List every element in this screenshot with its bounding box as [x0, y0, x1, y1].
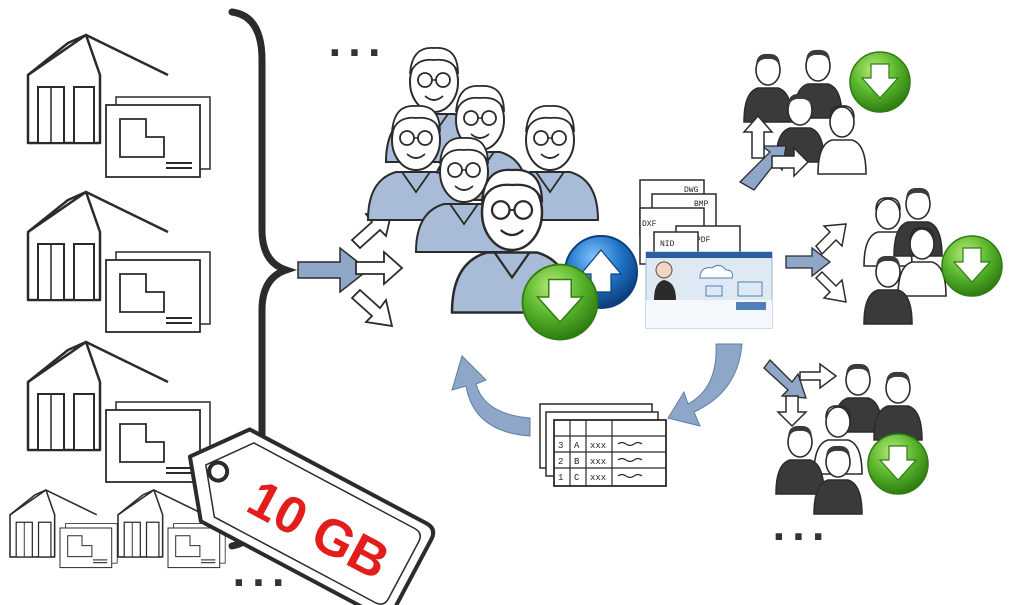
house-with-plan-1	[26, 33, 211, 178]
table-cell: 2	[558, 457, 563, 467]
floor-plan-icon	[105, 251, 211, 333]
download-icon	[849, 51, 911, 113]
table-cell: xxx	[590, 457, 606, 467]
ellipsis-top: ...	[328, 24, 387, 65]
cloud-screen-icon	[645, 251, 773, 329]
table-cell: C	[574, 473, 580, 483]
format-label-bmp: BMP	[694, 200, 709, 209]
floor-plan-icon	[105, 96, 211, 178]
house-with-plan-4	[9, 489, 118, 569]
download-icon	[867, 433, 929, 495]
download-icon	[941, 235, 1003, 297]
ellipsis-bottom-right: ...	[772, 508, 831, 549]
ellipsis-bottom-left: ...	[232, 554, 291, 595]
floor-plan-icon	[59, 523, 118, 569]
table-cell: B	[574, 457, 580, 467]
recipient-group-2	[863, 187, 1003, 325]
table-cell: 1	[558, 473, 563, 483]
arrow-back-to-team	[451, 355, 531, 437]
format-label-pdf: PDF	[696, 236, 711, 245]
house-with-plan-2	[26, 190, 211, 333]
spreadsheet-icon: 3 2 1 A B C xxx xxx xxx	[539, 403, 667, 487]
table-cell: xxx	[590, 473, 606, 483]
house-with-plan-3	[26, 340, 211, 483]
table-cell: A	[574, 441, 580, 451]
table-cell: xxx	[590, 441, 606, 451]
branch-arrows-out-2	[785, 223, 847, 303]
branch-arrows-out-1	[738, 114, 810, 191]
format-label-dwg: DWG	[684, 186, 699, 195]
arrow-to-team	[297, 246, 370, 294]
format-label-dxf: DXF	[642, 220, 657, 229]
branch-arrows-out-3	[763, 359, 838, 428]
table-cell: 3	[558, 441, 563, 451]
download-icon	[521, 263, 599, 341]
arrow-to-table	[667, 343, 743, 427]
format-label-nid: NID	[660, 240, 675, 249]
branch-arrows-in	[350, 208, 404, 328]
